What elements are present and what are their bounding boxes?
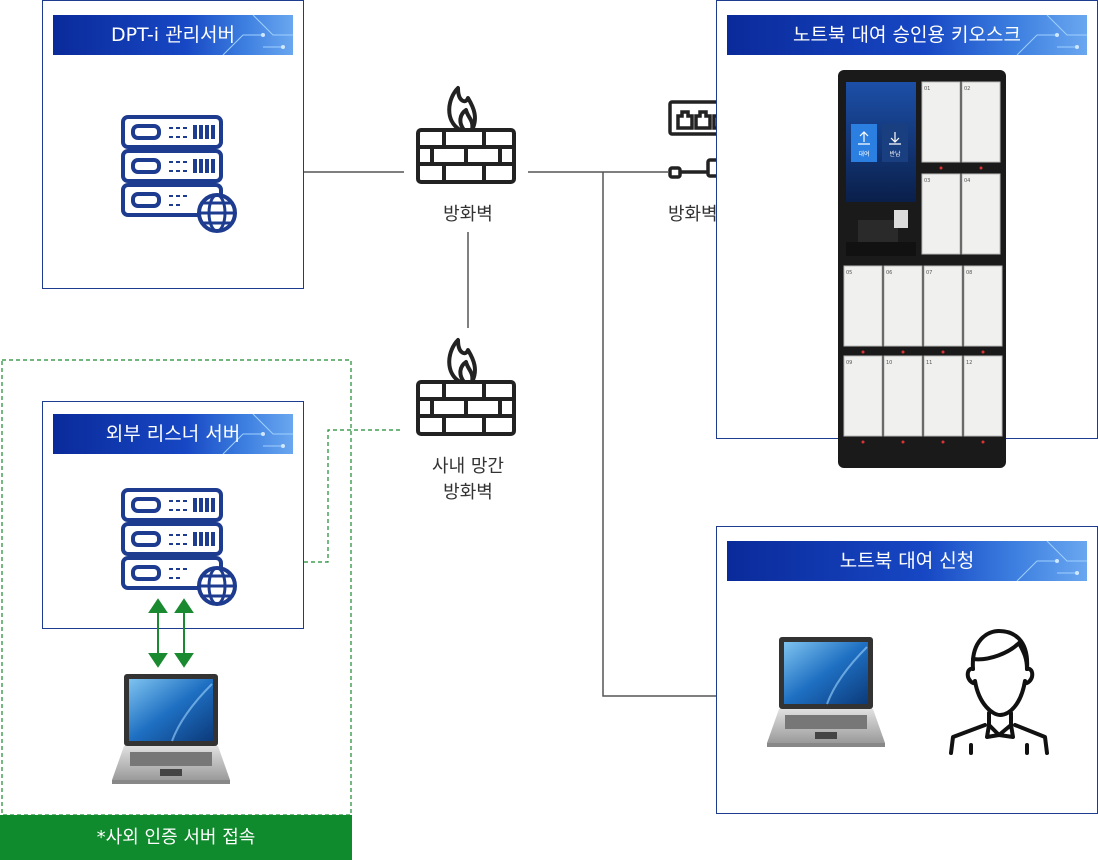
locker-04: 04 [964, 178, 970, 184]
laptop-icon [767, 637, 885, 747]
locker-05: 05 [846, 270, 852, 276]
listener-banner: 외부 리스너 서버 [53, 414, 293, 454]
mgmt-server-box: DPT-i 관리서버 [42, 0, 304, 289]
server-icon [121, 488, 237, 606]
locker-03: 03 [924, 178, 930, 184]
internal-firewall-label: 사내 망간 방화벽 [408, 454, 528, 506]
listener-server-box: 외부 리스너 서버 [42, 401, 304, 629]
firewall-label: 방화벽 [443, 204, 493, 225]
listener-title: 외부 리스너 서버 [105, 423, 241, 445]
locker-12: 12 [966, 360, 972, 366]
kiosk-banner: 노트북 대여 승인용 키오스크 [727, 15, 1087, 55]
internal-firewall-label-line1: 사내 망간 [432, 456, 504, 477]
locker-08: 08 [966, 270, 972, 276]
firewall-icon [416, 86, 516, 184]
locker-11: 11 [926, 360, 932, 366]
kiosk-machine: 대여 반납 01 02 03 04 05 06 07 08 09 10 11 1… [838, 70, 1006, 468]
internal-firewall-label-line2: 방화벽 [443, 482, 493, 503]
rental-request-title: 노트북 대여 신청 [839, 550, 975, 572]
locker-07: 07 [926, 270, 932, 276]
rental-request-banner: 노트북 대여 신청 [727, 541, 1087, 581]
server-icon [121, 115, 237, 233]
person-icon [949, 629, 1049, 755]
external-auth-footer: *사외 인증 서버 접속 [0, 815, 352, 860]
rental-request-box: 노트북 대여 신청 [716, 526, 1098, 814]
bidirectional-arrows-icon [148, 598, 194, 668]
locker-02: 02 [964, 86, 970, 92]
kiosk-title: 노트북 대여 승인용 키오스크 [793, 24, 1021, 46]
locker-10: 10 [886, 360, 892, 366]
mgmt-server-banner: DPT-i 관리서버 [53, 15, 293, 55]
mgmt-server-title: DPT-i 관리서버 [110, 24, 236, 46]
laptop-icon [112, 674, 230, 784]
locker-06: 06 [886, 270, 892, 276]
internal-firewall-icon [416, 338, 516, 436]
kiosk-return-text: 반납 [889, 150, 901, 158]
kiosk-rent-text: 대여 [858, 150, 869, 158]
locker-09: 09 [846, 360, 852, 366]
locker-01: 01 [924, 86, 930, 92]
